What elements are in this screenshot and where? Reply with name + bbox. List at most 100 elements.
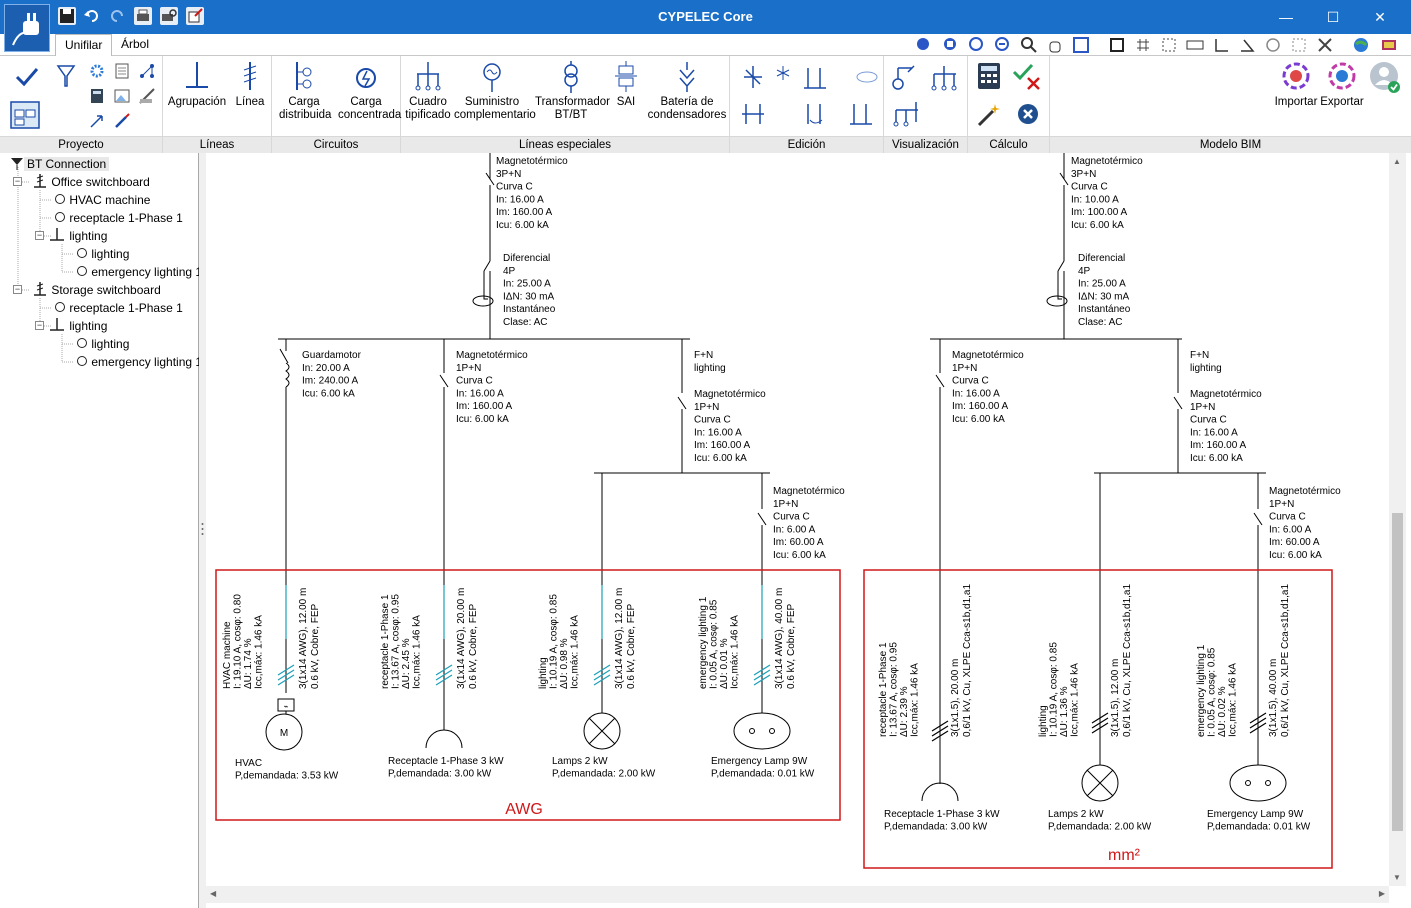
cuadro-tipificado-button[interactable]: Cuadro tipificado [403,60,453,122]
tree-item-lighting[interactable]: lighting [76,245,129,263]
save-icon[interactable] [58,7,76,25]
left-load-receptacle: Receptacle 1-Phase 3 kWP,demandada: 3.00… [388,756,504,780]
panel-splitter[interactable] [199,153,206,908]
calculator-icon[interactable] [976,62,1002,90]
zoom-half-icon[interactable] [968,36,986,54]
refresh-icon[interactable] [1264,36,1282,54]
scroll-down-icon[interactable]: ▼ [1393,873,1401,882]
left-circuit-info-line: I: 13.67 A, cosφ: 0.95 [391,594,402,689]
arrow-tool-icon[interactable] [88,112,106,130]
scroll-up-icon[interactable]: ▲ [1393,157,1401,166]
importar-button[interactable]: Importar [1274,60,1318,109]
exportar-button[interactable]: Exportar [1320,60,1364,109]
undo-icon[interactable] [83,7,101,25]
show-tree-icon[interactable] [928,64,960,92]
app-plug-icon[interactable] [4,4,50,52]
collapse-storage-toggle[interactable]: − [13,284,22,294]
select-icon[interactable] [1290,36,1308,54]
horizontal-scrollbar[interactable]: ◀ ▶ [206,886,1389,903]
tree-item-receptacle[interactable]: receptacle 1-Phase 1 [54,209,183,227]
single-line-diagram[interactable]: ⌁ M [206,153,1389,886]
book-icon[interactable] [1380,36,1398,54]
rotate-view-icon[interactable] [854,64,880,90]
vertical-scroll-thumb[interactable] [1392,513,1403,831]
filter-icon[interactable] [56,64,76,87]
right-circuit-info-line: lighting [1038,705,1049,737]
grid-icon[interactable] [1134,36,1152,54]
tree-item-emergency[interactable]: emergency lighting 1 [76,263,202,281]
carga-concentrada-button[interactable]: Carga concentrada [334,60,401,122]
image-icon[interactable] [113,87,131,105]
scroll-left-icon[interactable]: ◀ [210,889,217,898]
tree-item-lighting-group[interactable]: lighting [48,317,107,335]
snap-icon[interactable] [1160,36,1178,54]
move-node-icon[interactable] [740,64,766,90]
right-lighting-breaker-line: In: 16.00 A [1190,427,1238,438]
tree-item-receptacle[interactable]: receptacle 1-Phase 1 [54,299,183,317]
tree-item-hvac[interactable]: HVAC machine [54,191,150,209]
collapse-office-toggle[interactable]: − [13,176,22,186]
print-icon[interactable] [134,7,152,25]
dimension-icon[interactable] [1212,36,1230,54]
tree-item-root[interactable]: BT Connection [10,155,110,173]
suministro-button[interactable]: Suministro complementario [454,60,536,122]
zoom-window-icon[interactable] [942,36,960,54]
tools-icon[interactable] [1316,36,1334,54]
calculator-small-icon[interactable] [88,87,106,105]
export-icon[interactable] [186,7,204,25]
scroll-right-icon[interactable]: ▶ [1378,889,1385,898]
show-branches-icon[interactable] [890,100,922,128]
linea-button[interactable]: Línea [230,60,270,109]
network-icon[interactable] [138,62,156,80]
magnifier-icon[interactable] [1020,36,1038,54]
angle-icon[interactable] [1238,36,1256,54]
collapse-storage-lighting-toggle[interactable]: − [35,320,44,330]
bateria-button[interactable]: Batería de condensadores [647,60,727,122]
minimize-button[interactable]: — [1279,9,1293,25]
user-account-icon[interactable] [1368,60,1402,96]
print-preview-icon[interactable] [160,7,178,25]
tree-item-emergency[interactable]: emergency lighting 1 [76,353,202,371]
settings-gear-icon[interactable] [88,62,106,80]
close-button[interactable]: ✕ [1374,9,1386,25]
tab-unifilar[interactable]: Unifilar [55,34,113,57]
zoom-out-icon[interactable] [994,36,1012,54]
edit-line-icon[interactable] [138,87,156,105]
globe-icon[interactable] [1352,36,1370,54]
align-lines-icon[interactable] [800,64,830,90]
cancel-circle-icon[interactable] [1016,102,1040,126]
transformador-button[interactable]: Transformador BT/BT [532,60,610,122]
zoom-in-icon[interactable] [915,36,933,54]
maximize-button[interactable]: ☐ [1326,9,1340,25]
scale-icon[interactable] [1186,36,1204,54]
checklist-icon[interactable] [14,66,39,87]
redo-icon[interactable] [108,7,126,25]
tab-arbol[interactable]: Árbol [121,37,150,51]
diagram-canvas[interactable]: ⌁ M [206,153,1389,886]
check-cross-icon[interactable] [1012,62,1042,90]
carga-distribuida-button[interactable]: Carga distribuida [274,60,334,122]
zoom-extents-icon[interactable] [1072,36,1090,54]
tree-item-office-switchboard[interactable]: Office switchboard [32,173,150,191]
distribute-icon[interactable] [740,100,766,126]
tree-item-lighting[interactable]: lighting [76,335,129,353]
tree-item-lighting-group[interactable]: lighting [48,227,107,245]
collapse-office-lighting-toggle[interactable]: − [35,230,44,240]
frame-icon[interactable] [1108,36,1126,54]
rotate-branch-icon[interactable] [800,100,830,126]
vertical-scrollbar[interactable]: ▲ ▼ [1389,153,1406,886]
star-node-icon[interactable] [774,64,792,82]
magic-wand-icon[interactable] [976,102,1002,128]
sai-button[interactable]: SAI [611,60,641,109]
show-nodes-icon[interactable] [890,64,920,92]
document-icon[interactable] [113,62,131,80]
sai-label: SAI [616,96,636,108]
tree-item-storage-switchboard[interactable]: Storage switchboard [32,281,161,299]
mirror-icon[interactable] [848,100,874,126]
pen-tool-icon[interactable] [113,112,131,130]
pan-hand-icon[interactable] [1046,36,1064,54]
project-panel-icon[interactable] [10,100,40,130]
agrupacion-button[interactable]: Agrupación [166,60,228,109]
